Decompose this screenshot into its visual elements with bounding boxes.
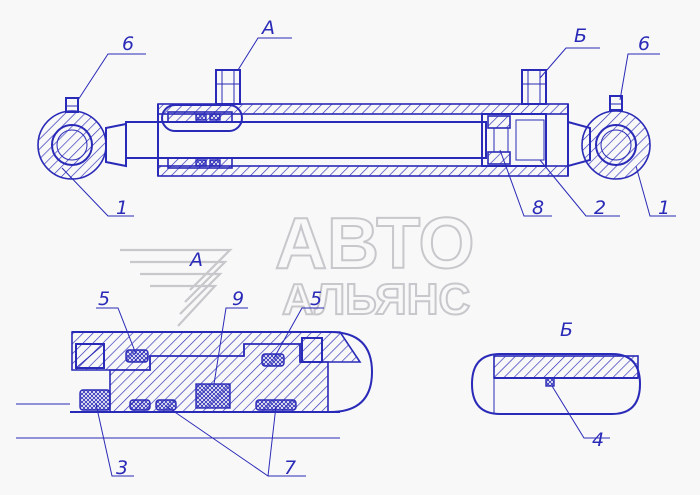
label-part-1-left: 1 xyxy=(116,197,128,219)
gland-head xyxy=(167,111,233,169)
detail-a-view xyxy=(16,331,374,439)
seal-5-right xyxy=(261,353,285,367)
ring-7-b xyxy=(155,399,177,411)
cylinder-assembly xyxy=(37,69,651,180)
top-leader-lines xyxy=(61,37,676,217)
left-eye-mount xyxy=(37,97,107,180)
label-part-4: 4 xyxy=(592,429,604,451)
piston xyxy=(481,113,547,167)
label-part-2: 2 xyxy=(594,197,606,219)
label-view-b-detail: Б xyxy=(560,319,573,341)
seal-5-left xyxy=(125,349,149,363)
watermark-emblem-icon xyxy=(120,248,233,327)
right-eye-mount xyxy=(581,95,651,180)
label-part-3: 3 xyxy=(116,457,128,479)
watermark-logo: АВТО АЛЬЯНС xyxy=(120,203,475,327)
watermark-line2: АЛЬЯНС xyxy=(282,275,470,324)
watermark-line1: АВТО xyxy=(275,204,474,284)
seal-3 xyxy=(79,389,111,411)
cylinder-barrel xyxy=(157,103,569,177)
label-part-5-left: 5 xyxy=(98,288,110,310)
ring-7-a xyxy=(129,399,151,411)
seal-9 xyxy=(195,383,231,409)
piston-rod xyxy=(125,121,487,159)
label-part-7: 7 xyxy=(284,457,296,479)
label-view-a-top: А xyxy=(260,17,275,39)
label-view-a-detail: А xyxy=(188,249,203,271)
label-part-1-right: 1 xyxy=(658,197,670,219)
detail-a-leaders xyxy=(95,307,324,477)
label-view-b-top: Б xyxy=(574,25,587,47)
label-part-9: 9 xyxy=(232,288,244,310)
label-part-5-right: 5 xyxy=(310,288,322,310)
label-part-6-right: 6 xyxy=(638,33,650,55)
seal-4 xyxy=(545,377,555,387)
label-part-8: 8 xyxy=(532,197,544,219)
detail-b-view xyxy=(470,353,642,415)
port-left xyxy=(215,69,241,105)
detail-b-leader xyxy=(551,385,610,439)
label-part-6-left: 6 xyxy=(122,33,134,55)
rod-end-fitting xyxy=(105,122,127,168)
port-right xyxy=(521,69,547,105)
detail-a-marker xyxy=(161,104,243,132)
